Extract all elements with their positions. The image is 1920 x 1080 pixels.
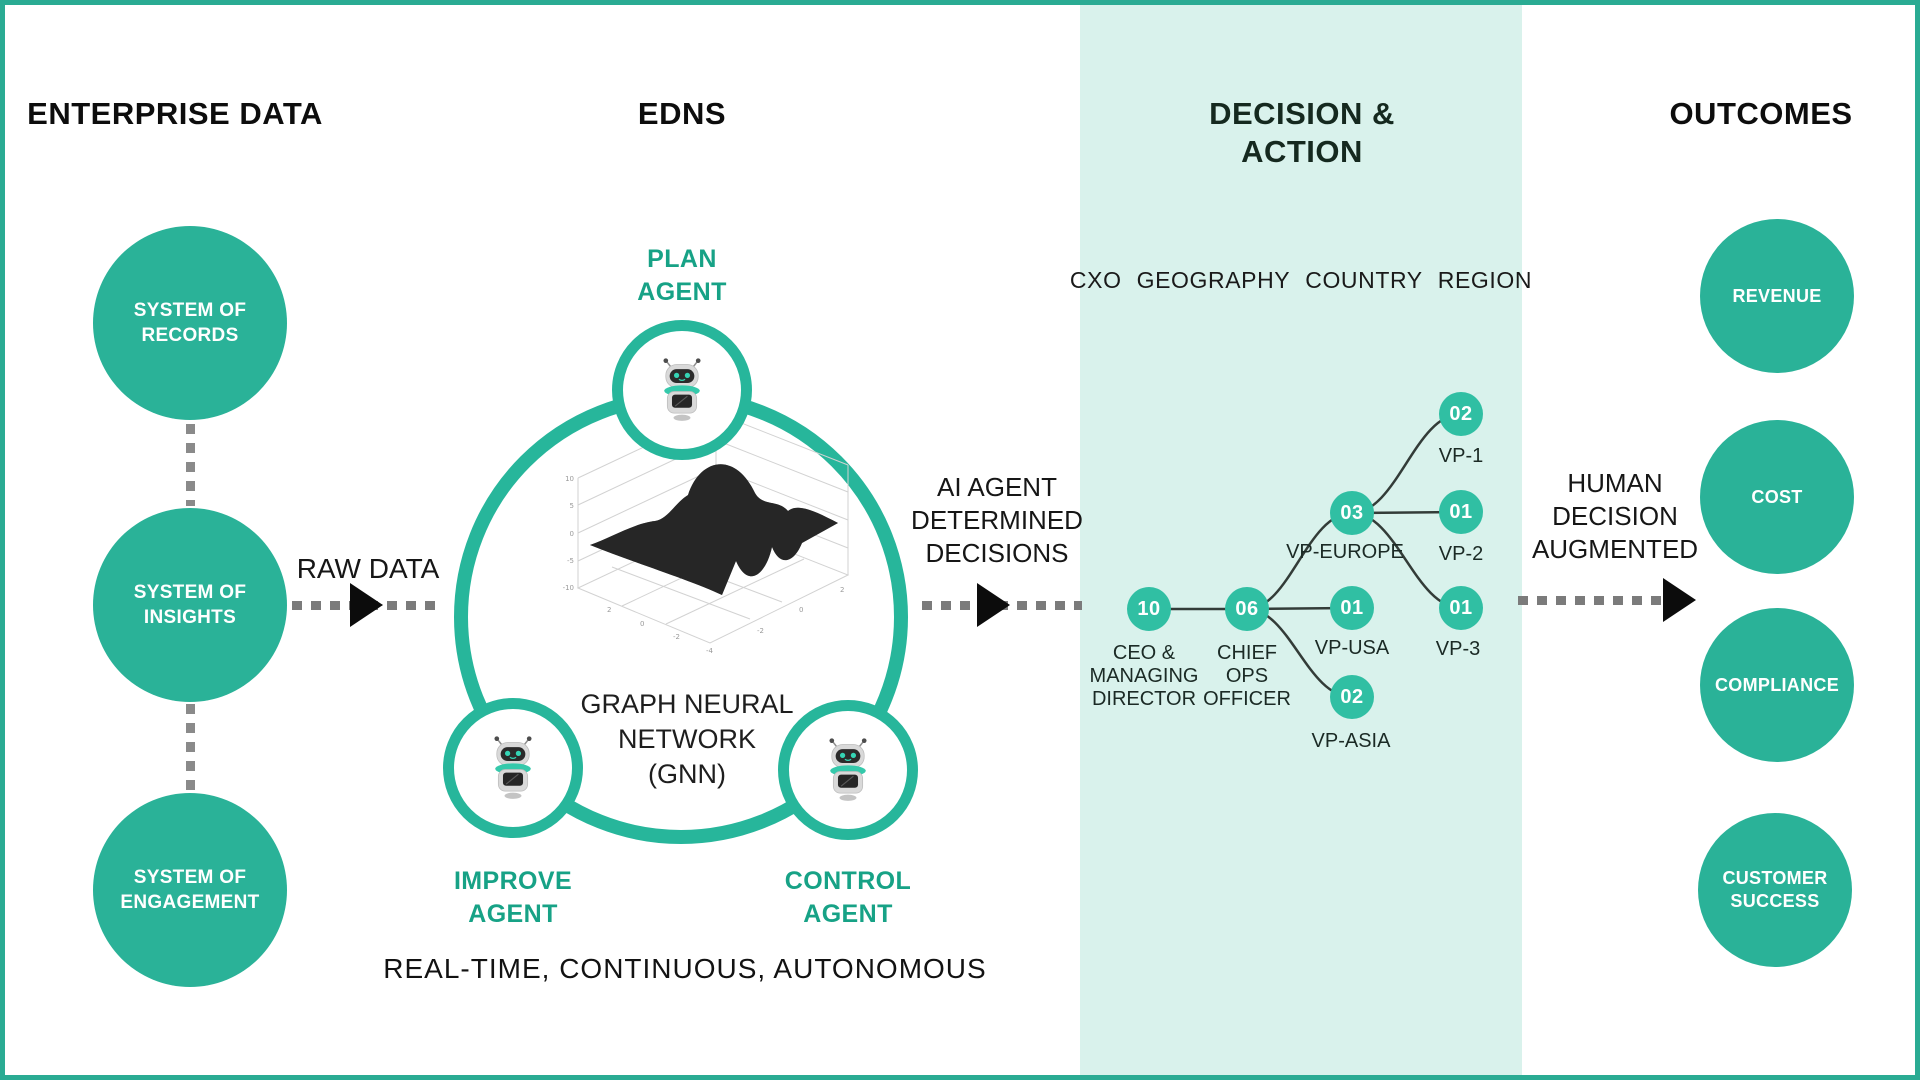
gnn-caption: GRAPH NEURAL NETWORK (GNN) [580,689,794,789]
cost-circle: COST [1700,420,1854,574]
plot-surface [590,464,838,595]
system-of-records-circle: SYSTEM OF RECORDS [93,226,287,420]
svg-text:0: 0 [640,620,644,628]
ai-decisions-arrowhead-icon [977,583,1010,627]
revenue-circle: REVENUE [1700,219,1854,373]
robot-icon [663,358,701,421]
org-node-vp-usa: 01 [1330,586,1374,630]
human-augmented-label: HUMAN DECISION AUGMENTED [1531,468,1699,564]
org-header-country: COUNTRY [1305,267,1423,293]
org-header-region: REGION [1437,267,1533,293]
robot-icon [494,736,532,799]
svg-text:0: 0 [570,530,574,538]
org-label-vp-asia: VP-ASIA [1311,730,1391,752]
svg-text:0: 0 [799,606,803,614]
svg-text:-10: -10 [563,584,574,592]
svg-text:2: 2 [840,586,844,594]
control-agent-circle [778,700,918,840]
edns-tagline: REAL-TIME, CONTINUOUS, AUTONOMOUS [383,953,987,984]
decision-action-title: DECISION & ACTION [1209,96,1395,169]
decision-action-panel [1080,5,1522,1075]
org-label-vp1: VP-1 [1438,445,1484,467]
org-column-headers: CXO GEOGRAPHY COUNTRY REGION [1070,267,1532,294]
raw-data-label: RAW DATA [296,553,440,584]
raw-data-arrowhead-icon [350,583,383,627]
org-node-vp-europe: 03 [1330,491,1374,535]
org-label-vp-usa: VP-USA [1314,637,1390,659]
org-label-ceo: CEO & MANAGING DIRECTOR [1089,642,1199,710]
svg-text:5: 5 [570,502,574,510]
org-label-vp2: VP-2 [1438,543,1484,565]
records-insights-connector [186,424,195,506]
org-node-ceo: 10 [1127,587,1171,631]
org-node-coo: 06 [1225,587,1269,631]
robot-icon [829,738,867,801]
svg-text:2: 2 [607,606,611,614]
enterprise-data-title: ENTERPRISE DATA [27,96,323,131]
org-header-cxo: CXO [1069,267,1122,293]
customer-success-circle: CUSTOMER SUCCESS [1698,813,1852,967]
org-label-vp3: VP-3 [1435,638,1481,660]
plan-agent-circle [612,320,752,460]
org-header-geography: GEOGRAPHY [1136,267,1291,293]
org-node-vp2: 01 [1439,490,1483,534]
org-node-vp3: 01 [1439,586,1483,630]
system-of-engagement-circle: SYSTEM OF ENGAGEMENT [93,793,287,987]
improve-agent-circle [443,698,583,838]
org-label-coo: CHIEF OPS OFFICER [1203,642,1291,710]
svg-text:-2: -2 [673,633,680,641]
ai-decisions-label: AI AGENT DETERMINED DECISIONS [911,472,1083,568]
outcomes-title: OUTCOMES [1669,96,1853,131]
compliance-circle: COMPLIANCE [1700,608,1854,762]
svg-text:-4: -4 [706,647,714,655]
improve-agent-label: IMPROVE AGENT [453,867,573,928]
human-augmented-arrowhead-icon [1663,578,1696,622]
org-node-vp-asia: 02 [1330,675,1374,719]
system-of-insights-circle: SYSTEM OF INSIGHTS [93,508,287,702]
svg-text:10: 10 [565,475,574,483]
insights-engagement-connector [186,704,195,790]
gnn-surface-plot: 10 5 0 -5 -10 2 0 -2 -4 -2 0 2 [563,412,850,655]
control-agent-label: CONTROL AGENT [784,867,912,928]
svg-text:-5: -5 [567,557,574,565]
edns-title: EDNS [637,96,727,131]
svg-text:-2: -2 [757,627,764,635]
org-label-vp-europe: VP-EUROPE [1286,541,1404,563]
plot-tick-labels: 10 5 0 -5 -10 2 0 -2 -4 -2 0 2 [563,475,845,655]
plan-agent-label: PLAN AGENT [637,245,727,306]
human-augmented-dotted-line [1518,596,1666,605]
org-node-vp1: 02 [1439,392,1483,436]
